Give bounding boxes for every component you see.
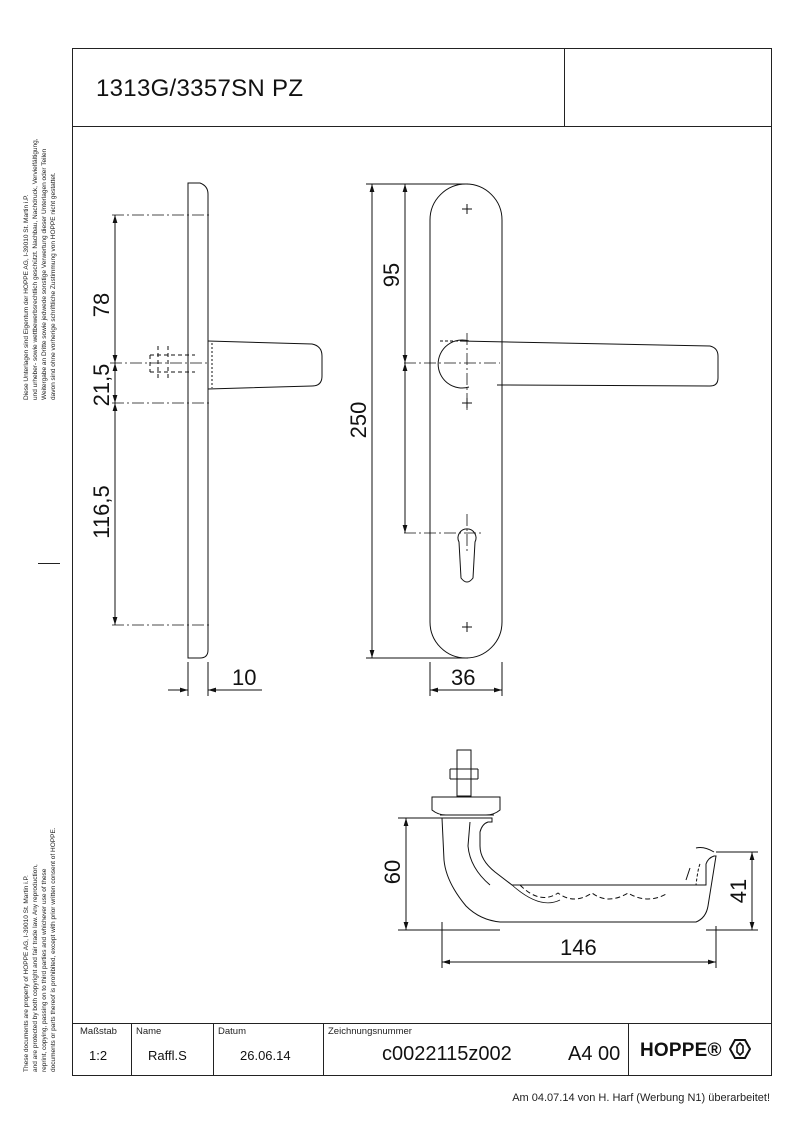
hoppe-logo-icon (729, 1039, 752, 1059)
hoppe-logo: HOPPE® (640, 1038, 752, 1062)
dim-116-5: 116,5 (89, 485, 114, 538)
header-divider (72, 126, 772, 127)
front-handle-rose (437, 339, 470, 389)
front-view (366, 183, 719, 696)
dim-78: 78 (89, 293, 114, 317)
paper-format: A4 00 (568, 1043, 621, 1065)
dim-95: 95 (379, 263, 404, 287)
drawing-title: 1313G/3357SN PZ (96, 75, 304, 102)
revision-note: Am 04.07.14 von H. Harf (Werbung N1) übe… (512, 1092, 770, 1104)
dim-41: 41 (726, 879, 751, 903)
dim-36: 36 (451, 665, 475, 690)
name-value: Raffl.S (148, 1048, 187, 1063)
scale-value: 1:2 (89, 1048, 108, 1063)
dim-60: 60 (380, 860, 405, 884)
top-lever-body (441, 817, 717, 923)
front-plate (429, 183, 503, 659)
title-block-divider-3 (323, 1023, 324, 1076)
side-view (110, 182, 323, 696)
dim-21-5: 21,5 (89, 364, 114, 407)
front-handle-lever (459, 340, 719, 387)
date-value: 26.06.14 (240, 1048, 291, 1063)
side-plate (187, 182, 209, 659)
dim-250: 250 (346, 402, 371, 439)
scale-label: Maßstab (80, 1026, 117, 1037)
title-block-divider-4 (628, 1023, 629, 1076)
side-handle-lever (207, 340, 323, 390)
title-block-divider-2 (213, 1023, 214, 1076)
date-label: Datum (218, 1026, 246, 1037)
top-spindle (456, 749, 472, 797)
name-label: Name (136, 1026, 162, 1037)
dim-146: 146 (560, 935, 597, 960)
drawing-number-label: Zeichnungsnummer (328, 1026, 412, 1037)
margin-tick (38, 563, 60, 564)
dim-10: 10 (232, 665, 256, 690)
title-block-top-line (72, 1023, 772, 1024)
top-view (398, 749, 758, 968)
side-centerlines (110, 214, 210, 626)
top-rose (431, 796, 501, 816)
brand-name: HOPPE® (640, 1040, 722, 1061)
front-screws (462, 204, 472, 632)
drawing-frame (72, 48, 772, 1076)
drawing-number-value: c0022115z002 (382, 1043, 512, 1065)
title-block-divider-1 (131, 1023, 132, 1076)
header-vertical-divider (564, 48, 565, 126)
